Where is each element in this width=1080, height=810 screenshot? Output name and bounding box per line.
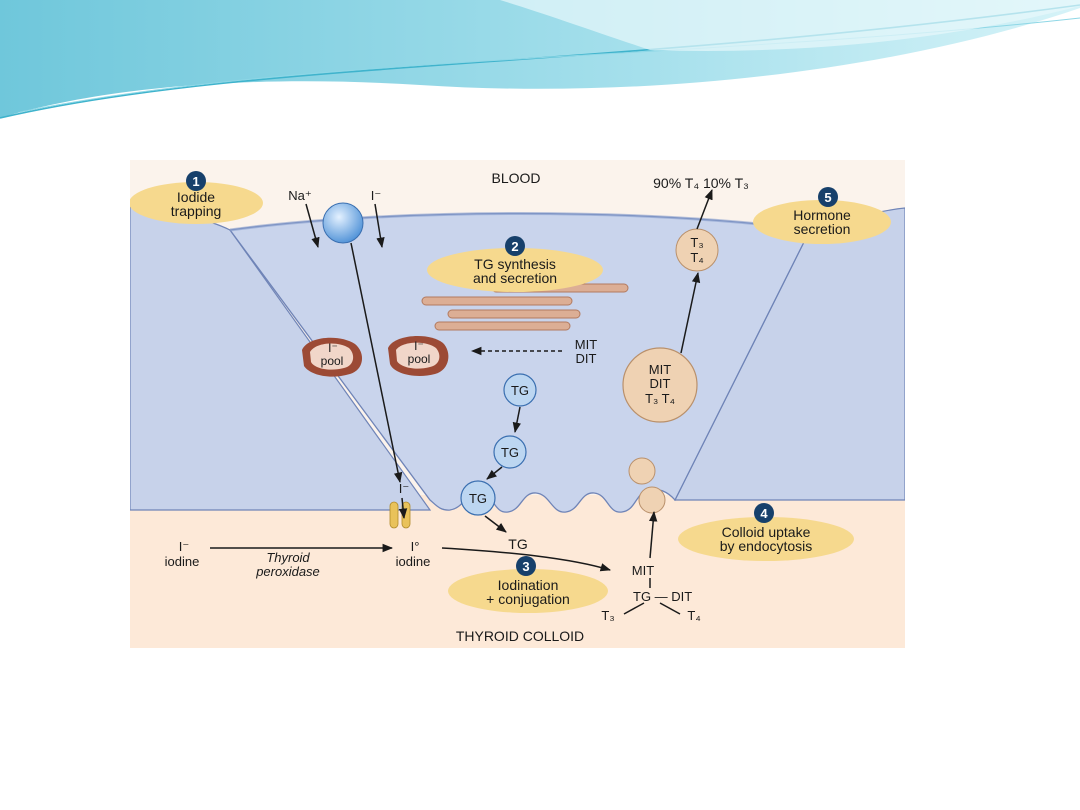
iodide-transport-arrow [350,242,403,484]
banner-highlight [500,0,1080,51]
colloid-t4: T₄ [687,608,700,623]
step-number-badge [754,503,774,523]
step-number: 1 [192,174,199,189]
dit-label: DIT [576,351,597,366]
tg-label-1: TG [511,383,529,398]
sodium-label: Na⁺ [288,188,311,203]
step-callout-bg [130,182,263,224]
lysosome-to-secretion-arrow [680,271,701,354]
iodide-apical-label: I⁻ [399,481,409,496]
step-text-line2: trapping [171,203,222,219]
blood-label: BLOOD [491,170,540,186]
droplet-t3t4: T₃ T₄ [645,391,675,406]
phagolysosome [622,347,698,423]
step-text-line2: by endocytosis [720,538,813,554]
hormone-output-label: 90% T₄ 10% T₃ [653,175,749,191]
iodine-symbol: I° [411,539,420,554]
step-callout-bg [427,248,603,292]
step-number: 4 [760,506,768,521]
enzyme-line-1: Thyroid [266,550,310,565]
iodide-in-arrow [374,203,385,249]
step-callout-2: 2 TG synthesis and secretion [427,236,603,292]
step-text-line1: Colloid uptake [722,524,811,540]
secreted-t3: T₃ [690,235,703,250]
tg-vesicle [503,373,537,407]
step-callout-bg [448,569,608,613]
colloid-droplet [628,457,656,485]
secreted-t4: T₄ [690,250,703,265]
step-number-badge [505,236,525,256]
tg-vesicle [493,435,527,469]
iodide-word: iodine [165,554,200,569]
step-callout-5: 5 Hormone secretion [753,187,891,244]
step-number: 2 [511,239,518,254]
enzyme-line-2: peroxidase [255,564,320,579]
step-callout-bg [678,517,854,561]
step-number-badge [186,171,206,191]
apical-channel [389,501,399,529]
colloid-bond-t4 [659,602,681,615]
step-callout-1: 1 Iodide trapping [130,171,263,224]
step-number-badge [818,187,838,207]
endocytosis-arrow [648,510,658,559]
thyroid-hormone-synthesis-diagram: I⁻ pool I⁻ pool TG TG TG TG MIT DIT T₃ T… [130,160,905,648]
pool-left-label: pool [321,354,344,368]
iodide-apical-arrow [398,497,408,520]
pool-right-ion: I⁻ [414,339,424,353]
slide-header-banner [0,0,1080,119]
colloid-t3: T₃ [601,608,614,623]
tg-vesicle-arrow-1 [512,406,521,434]
secretion-out-arrow [696,189,713,230]
sodium-iodide-symporter [322,202,364,244]
iodide-label: I⁻ [371,188,381,203]
iodide-pool-right-inner [396,342,440,369]
step-text-line1: Iodination [498,577,559,593]
pathway-arrows [210,189,713,615]
droplet-dit: DIT [650,376,671,391]
tg-exocytosis-vesicle [460,480,496,516]
tg-vesicle-arrow-2 [486,466,503,480]
step-text-line1: TG synthesis [474,256,556,272]
pool-left-ion: I⁻ [328,341,338,355]
iodide-pool-left-inner [310,343,354,370]
basal-membrane-highlight [229,212,811,232]
pool-right-label: pool [408,352,431,366]
colloid-droplet [638,486,666,514]
tg-exocytosis-arrow [484,515,507,533]
colloid-mit: MIT [632,563,654,578]
colloid-label: THYROID COLLOID [456,628,584,644]
step-text-line1: Hormone [793,207,851,223]
step-callout-3: 3 Iodination + conjugation [448,556,608,613]
iodine-word: iodine [396,554,431,569]
na-in-arrow [305,203,320,249]
colloid-tg-dit: TG — DIT [633,589,692,604]
step-text-line2: + conjugation [486,591,570,607]
step-number: 3 [522,559,529,574]
iodide-symbol: I⁻ [179,539,189,554]
colloid-bond-t3 [623,602,645,615]
tg-label-4: TG [508,536,527,552]
step-number: 5 [824,190,831,205]
droplet-mit: MIT [649,362,671,377]
step-text-line2: secretion [794,221,851,237]
iodination-arrow [441,547,612,572]
step-text-line2: and secretion [473,270,557,286]
step-text-line1: Iodide [177,189,215,205]
mit-label: MIT [575,337,597,352]
step-number-badge [516,556,536,576]
step-callout-4: 4 Colloid uptake by endocytosis [678,503,854,561]
tg-label-3: TG [469,491,487,506]
tg-label-2: TG [501,445,519,460]
step-callout-bg [753,200,891,244]
